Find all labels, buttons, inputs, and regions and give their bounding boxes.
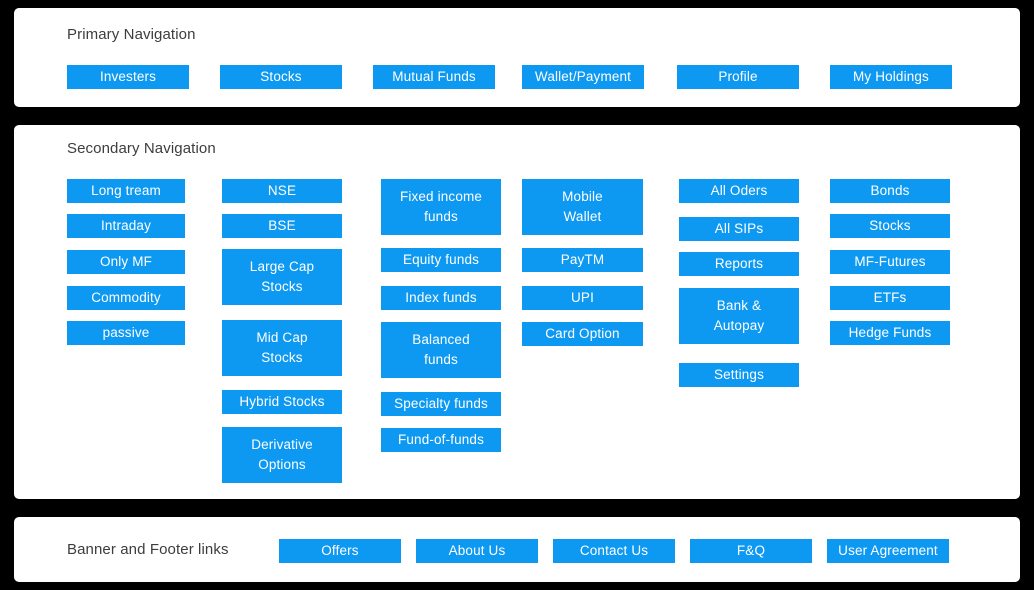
footer-link-offers[interactable]: Offers [279,539,401,563]
footer-link-contact-us[interactable]: Contact Us [553,539,675,563]
secondary-nav-profile-reports[interactable]: Reports [679,252,799,276]
primary-nav-investers[interactable]: Investers [67,65,189,89]
footer-link-about-us[interactable]: About Us [416,539,538,563]
secondary-nav-investors-commodity[interactable]: Commodity [67,286,185,310]
secondary-nav-my-holdings-stocks[interactable]: Stocks [830,214,950,238]
footer-link-f-q[interactable]: F&Q [690,539,812,563]
secondary-nav-stocks-hybrid-stocks[interactable]: Hybrid Stocks [222,390,342,414]
secondary-nav-wallet-payment-upi[interactable]: UPI [522,286,643,310]
secondary-nav-my-holdings-mf-futures[interactable]: MF-Futures [830,250,950,274]
secondary-nav-mutual-funds-fund-of-funds[interactable]: Fund-of-funds [381,428,501,452]
footer-links-title: Banner and Footer links [67,541,229,558]
secondary-nav-mutual-funds-fixed-income-funds[interactable]: Fixed income funds [381,179,501,235]
primary-navigation-title: Primary Navigation [67,26,196,43]
secondary-nav-stocks-large-cap-stocks[interactable]: Large Cap Stocks [222,249,342,305]
secondary-nav-my-holdings-etfs[interactable]: ETFs [830,286,950,310]
secondary-nav-investors-long-tream[interactable]: Long tream [67,179,185,203]
footer-link-user-agreement[interactable]: User Agreement [827,539,949,563]
primary-nav-stocks[interactable]: Stocks [220,65,342,89]
secondary-nav-my-holdings-hedge-funds[interactable]: Hedge Funds [830,321,950,345]
secondary-nav-profile-all-sips[interactable]: All SIPs [679,217,799,241]
secondary-nav-stocks-derivative-options[interactable]: Derivative Options [222,427,342,483]
secondary-nav-wallet-payment-card-option[interactable]: Card Option [522,322,643,346]
secondary-nav-wallet-payment-paytm[interactable]: PayTM [522,248,643,272]
secondary-nav-wallet-payment-mobile-wallet[interactable]: Mobile Wallet [522,179,643,235]
secondary-nav-mutual-funds-index-funds[interactable]: Index funds [381,286,501,310]
primary-navigation-card [14,8,1020,107]
secondary-nav-mutual-funds-balanced-funds[interactable]: Balanced funds [381,322,501,378]
secondary-nav-my-holdings-bonds[interactable]: Bonds [830,179,950,203]
primary-nav-mutual-funds[interactable]: Mutual Funds [373,65,495,89]
secondary-nav-profile-all-oders[interactable]: All Oders [679,179,799,203]
secondary-nav-mutual-funds-specialty-funds[interactable]: Specialty funds [381,392,501,416]
secondary-nav-stocks-bse[interactable]: BSE [222,214,342,238]
primary-nav-profile[interactable]: Profile [677,65,799,89]
secondary-nav-investors-only-mf[interactable]: Only MF [67,250,185,274]
secondary-nav-profile-bank-autopay[interactable]: Bank & Autopay [679,288,799,344]
secondary-nav-stocks-nse[interactable]: NSE [222,179,342,203]
secondary-navigation-title: Secondary Navigation [67,140,216,157]
secondary-nav-mutual-funds-equity-funds[interactable]: Equity funds [381,248,501,272]
secondary-nav-investors-passive[interactable]: passive [67,321,185,345]
primary-nav-my-holdings[interactable]: My Holdings [830,65,952,89]
secondary-nav-investors-intraday[interactable]: Intraday [67,214,185,238]
primary-nav-wallet-payment[interactable]: Wallet/Payment [522,65,644,89]
secondary-nav-stocks-mid-cap-stocks[interactable]: Mid Cap Stocks [222,320,342,376]
secondary-nav-profile-settings[interactable]: Settings [679,363,799,387]
